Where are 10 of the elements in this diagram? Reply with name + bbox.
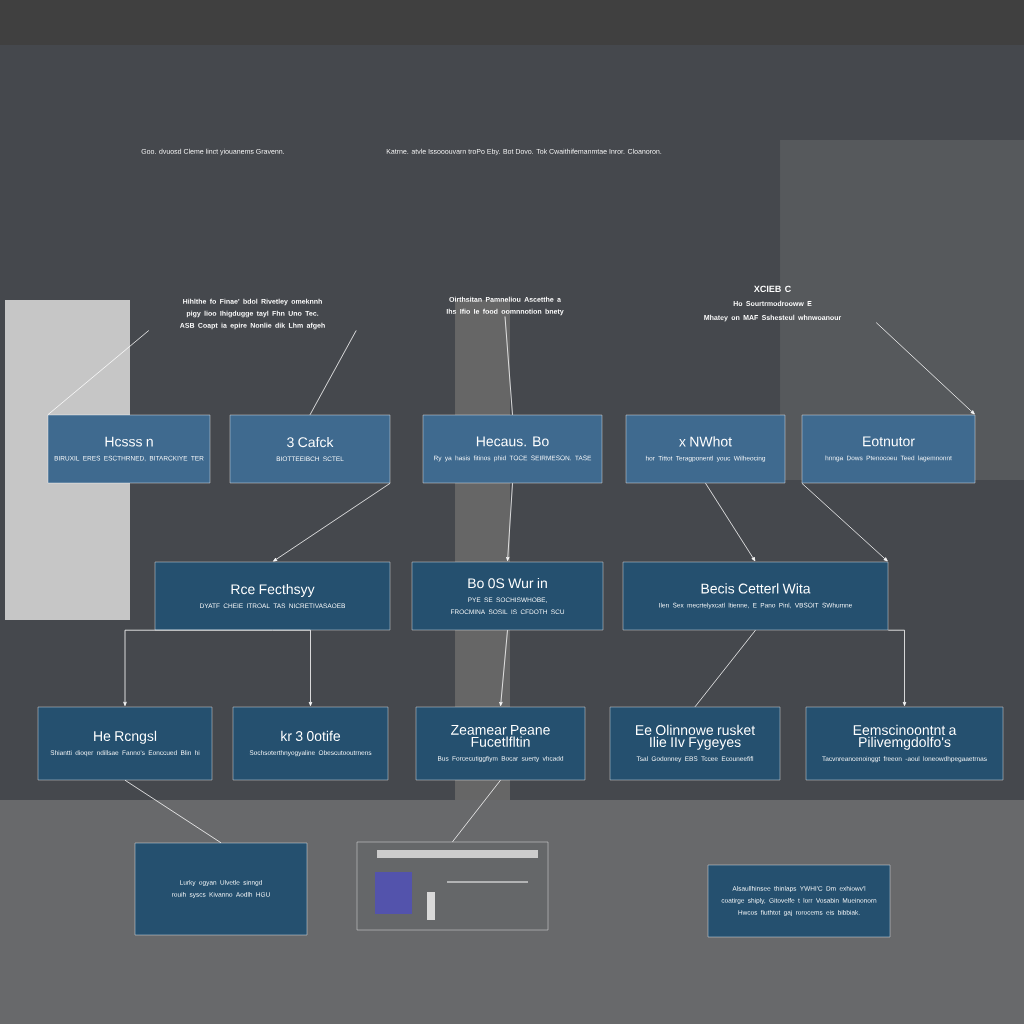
screen-picture (356, 841, 549, 931)
connector-arrow (506, 482, 513, 562)
connector-arrow (875, 322, 975, 415)
connector-arrow (499, 629, 508, 707)
connector-arrow (272, 629, 313, 707)
connector-arrow (887, 629, 907, 707)
connector-arrow (705, 482, 756, 562)
connector-arrow (801, 482, 888, 562)
connector-arrow (273, 482, 391, 562)
connector-arrow (123, 629, 273, 707)
